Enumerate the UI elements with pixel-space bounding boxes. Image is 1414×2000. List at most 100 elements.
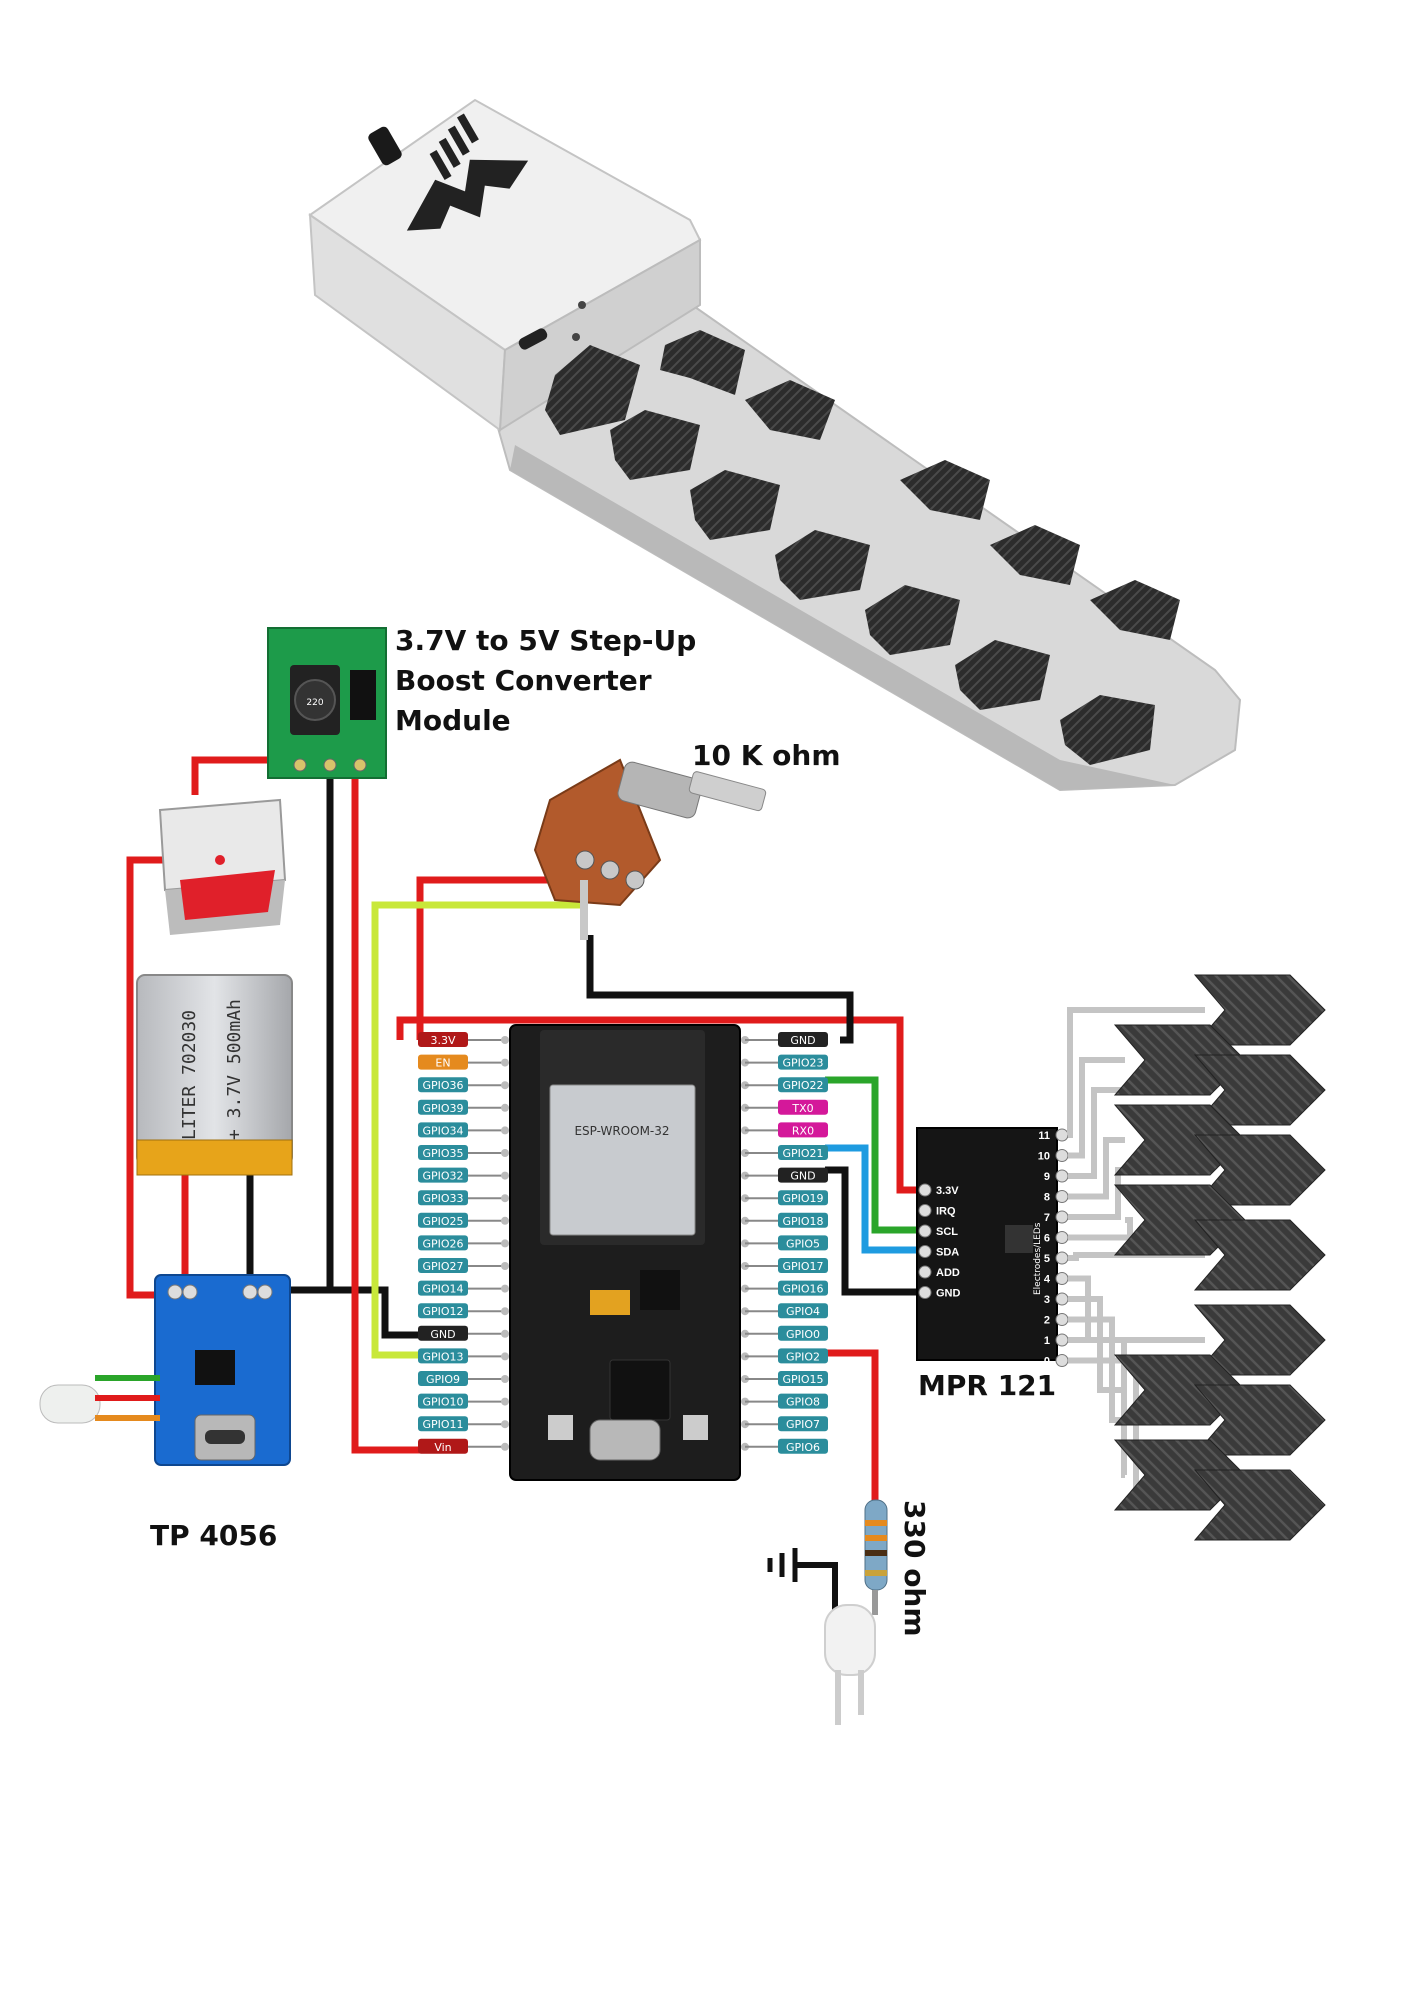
- electrode-pad-icon: [1113, 1104, 1246, 1176]
- electrode-wire: [1068, 1337, 1127, 1478]
- mpr-electrode-pin: 7: [1044, 1210, 1069, 1224]
- esp-left-pin: GPIO12: [418, 1303, 509, 1319]
- electrode-wire: [1068, 1217, 1133, 1241]
- esp-right-pin-label: GPIO19: [782, 1192, 823, 1205]
- esp-right-pin-label: RX0: [792, 1124, 814, 1137]
- mpr-electrode-number: 0: [1044, 1356, 1050, 1368]
- esp-left-pin: GPIO35: [418, 1145, 509, 1160]
- electrode-wire: [1068, 1275, 1205, 1343]
- ground-symbol-icon: [767, 1548, 798, 1582]
- esp-right-pin-label: GPIO15: [782, 1373, 823, 1386]
- esp-right-pin: GPIO22: [741, 1077, 828, 1093]
- esp32-board: ESP-WROOM-32: [509, 1024, 741, 1481]
- mpr-left-pin-label: ADD: [936, 1267, 960, 1279]
- esp-right-pin-label: GPIO21: [782, 1147, 823, 1160]
- esp-right-pin-label: GPIO2: [786, 1350, 820, 1363]
- esp-left-pin-label: GPIO39: [422, 1102, 463, 1115]
- tp4056-label: TP 4056: [150, 1519, 277, 1552]
- electrode-wire: [1068, 1296, 1125, 1393]
- electrode-wires: [1067, 1007, 1205, 1508]
- esp-left-pin: GND: [418, 1325, 509, 1341]
- mpr-electrode-number: 2: [1044, 1315, 1050, 1327]
- mpr-electrode-number: 6: [1044, 1233, 1050, 1245]
- esp-left-pin: EN: [418, 1054, 509, 1070]
- esp-left-pin: 3.3V: [418, 1032, 509, 1047]
- esp-right-pin: RX0: [741, 1122, 828, 1138]
- boost-converter-module: 220: [267, 627, 387, 779]
- wires: [126, 756, 925, 1610]
- mpr-electrode-number: 1: [1044, 1335, 1050, 1347]
- mpr-electrode-number: 4: [1044, 1274, 1051, 1286]
- pot-label: 10 K ohm: [692, 739, 841, 772]
- esp-right-pin-label: GPIO4: [786, 1305, 820, 1318]
- electrode-wire: [1067, 1007, 1205, 1138]
- esp32-left-pin-labels: 3.3VENGPIO36GPIO39GPIO34GPIO35GPIO32GPIO…: [418, 1032, 509, 1454]
- mpr-electrode-pin: 2: [1044, 1313, 1069, 1327]
- esp-left-pin-label: GPIO26: [422, 1237, 463, 1250]
- esp-right-pin: GPIO7: [741, 1416, 828, 1432]
- esp-right-pin: GPIO23: [741, 1054, 828, 1070]
- esp-right-pin: GPIO18: [741, 1212, 828, 1228]
- device-render: [308, 98, 1242, 792]
- led-icon: [824, 1604, 876, 1725]
- esp-right-pin-label: GPIO8: [786, 1396, 820, 1409]
- rocker-switch-icon: [158, 798, 287, 935]
- boost-label-line2: Boost Converter: [395, 664, 652, 697]
- mpr121-left-pins: 3.3V IRQ SCL SDA ADD GND: [918, 1183, 961, 1300]
- mpr-electrode-number: 8: [1044, 1192, 1050, 1204]
- mpr-left-pin: GND: [918, 1286, 961, 1300]
- esp32-right-pin-labels: GNDGPIO23GPIO22TX0RX0GPIO21GNDGPIO19GPIO…: [741, 1032, 828, 1454]
- electrode-pad-icon: [1193, 1469, 1326, 1541]
- electrode-pad-icon: [1193, 1134, 1326, 1206]
- mpr-electrode-number: 10: [1038, 1151, 1050, 1163]
- mpr-electrode-pin: 0: [1044, 1354, 1069, 1368]
- esp-left-pin-label: GPIO13: [422, 1350, 463, 1363]
- esp-right-pin: GPIO6: [741, 1438, 828, 1454]
- esp-right-pin-label: GPIO16: [782, 1283, 823, 1296]
- esp-right-pin: GND: [741, 1167, 828, 1183]
- esp-left-pin-label: Vin: [434, 1441, 451, 1454]
- mpr-left-pin: IRQ: [918, 1204, 956, 1218]
- esp-left-pin: GPIO36: [418, 1077, 509, 1093]
- esp-right-pin-label: GND: [790, 1034, 815, 1047]
- mpr-left-pin-label: 3.3V: [936, 1185, 959, 1197]
- mpr-left-pin: SCL: [918, 1224, 958, 1238]
- esp-right-pin: GPIO19: [741, 1190, 828, 1206]
- mpr-left-pin-label: GND: [936, 1288, 961, 1300]
- esp-right-pin: GPIO4: [741, 1303, 828, 1319]
- electrode-wire: [1068, 1057, 1125, 1159]
- mpr-left-pin: ADD: [918, 1265, 960, 1279]
- mpr-left-pin-label: IRQ: [936, 1206, 956, 1218]
- mpr121-label: MPR 121: [918, 1369, 1056, 1402]
- esp-right-pin: GPIO15: [741, 1371, 828, 1386]
- esp-right-pin-label: GPIO6: [786, 1441, 820, 1454]
- battery-text-1: LITER 702030: [179, 1010, 200, 1140]
- esp-left-pin-label: GND: [430, 1328, 455, 1341]
- esp-module-label: ESP-WROOM-32: [574, 1124, 669, 1138]
- esp-right-pin: GPIO21: [741, 1145, 828, 1160]
- esp-right-pin: GPIO5: [741, 1235, 828, 1251]
- mpr-left-pin-label: SDA: [936, 1247, 959, 1259]
- potentiometer: [533, 758, 767, 940]
- esp-right-pin-label: GPIO18: [782, 1215, 823, 1228]
- esp-right-pin: TX0: [741, 1099, 828, 1115]
- esp-left-pin: Vin: [418, 1438, 509, 1454]
- logo-icon: [406, 113, 529, 231]
- esp-right-pin-label: GPIO17: [782, 1260, 823, 1273]
- electrode-pad-icon: [1113, 1354, 1246, 1426]
- electrode-pad-icon: [1193, 1384, 1326, 1456]
- esp-right-pin: GPIO16: [741, 1280, 828, 1296]
- electrode-wire: [1068, 1137, 1125, 1200]
- mpr-left-pin: SDA: [918, 1245, 959, 1259]
- electrode-pad-icon: [1113, 1439, 1246, 1511]
- boost-label-line1: 3.7V to 5V Step-Up: [395, 624, 696, 657]
- esp-left-pin: GPIO32: [418, 1167, 509, 1183]
- mpr121-board: Electrodes/LEDs: [916, 1127, 1058, 1361]
- esp-left-pin-label: 3.3V: [430, 1034, 455, 1047]
- mpr-electrode-pin: 1: [1044, 1333, 1069, 1347]
- knob-icon: [368, 126, 402, 166]
- mpr-left-pin-label: SCL: [936, 1226, 958, 1238]
- mpr-electrode-number: 3: [1044, 1294, 1050, 1306]
- mpr-electrode-number: 7: [1044, 1212, 1050, 1224]
